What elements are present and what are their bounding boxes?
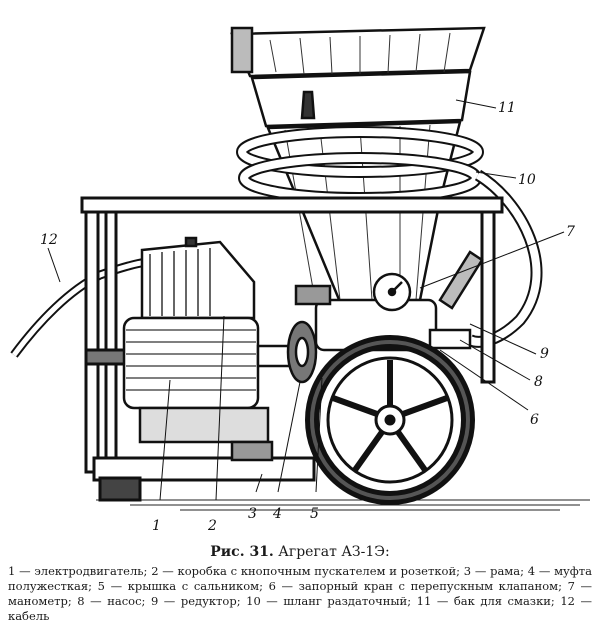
callout-11: 11 (498, 100, 516, 116)
legend-item: 2 — коробка с кнопочным пускателем и роз… (151, 564, 460, 578)
callout-2: 2 (207, 518, 217, 534)
frame (80, 196, 504, 502)
legend-item: 7 — манометр; (8, 579, 593, 608)
legend-item: 5 — крышка с сальником; (97, 579, 263, 593)
legend-item: 9 — редуктор; (150, 594, 241, 608)
callout-3: 3 (248, 506, 257, 522)
callout-8: 8 (534, 374, 543, 390)
legend-item: 11 — бак для смазки; (416, 594, 555, 608)
legend-item: 8 — насос; (77, 594, 146, 608)
wheel (305, 335, 475, 505)
callout-1: 1 (152, 518, 161, 534)
legend-item: 1 — электродвигатель; (8, 564, 148, 578)
semi-rigid-coupling (256, 320, 318, 384)
callout-5: 5 (310, 506, 319, 522)
figure-caption: Рис. 31. Агрегат АЗ-1Э: 1 — электродвига… (8, 544, 592, 624)
callout-9: 9 (540, 346, 549, 362)
caption-title: Рис. 31. Агрегат АЗ-1Э: (8, 544, 592, 560)
callout-7: 7 (566, 224, 575, 240)
figure-title: Агрегат АЗ-1Э: (278, 544, 390, 560)
legend-item: 10 — шланг раздаточный; (246, 594, 412, 608)
callout-6: 6 (530, 412, 539, 428)
legend-item: 6 — запорный кран с перепускным клапаном… (268, 579, 562, 593)
callout-4: 4 (272, 506, 282, 522)
legend-item: 12 — кабель (8, 594, 593, 623)
ground-shadow (96, 499, 590, 511)
caption-legend: 1 — электродвигатель; 2 — коробка с кноп… (8, 564, 592, 624)
legend-item: 4 — муфта полужесткая; (8, 564, 593, 593)
figure-label: Рис. 31. (210, 544, 274, 560)
callout-10: 10 (518, 172, 536, 188)
legend-item: 3 — рама; (463, 564, 524, 578)
electric-motor (122, 236, 274, 462)
aggregate-drawing: 1 2 3 4 5 6 7 8 9 10 11 12 (10, 26, 590, 534)
leader-lines (47, 99, 565, 501)
callout-12: 12 (40, 232, 58, 248)
